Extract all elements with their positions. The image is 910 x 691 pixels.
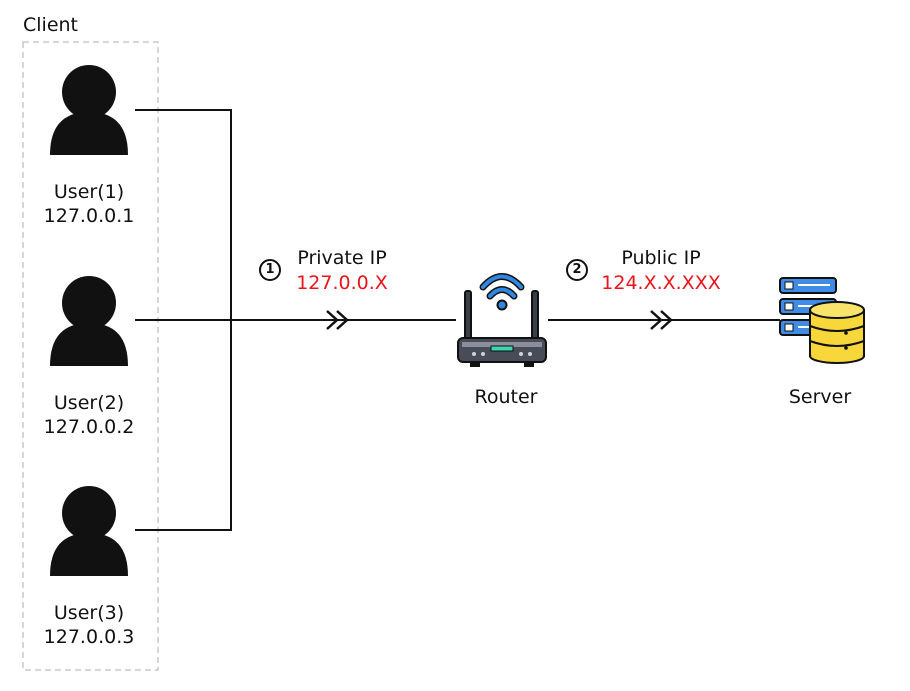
step-1-ip: 127.0.0.X bbox=[296, 272, 388, 294]
server-label: Server bbox=[788, 386, 852, 408]
router-icon bbox=[457, 273, 547, 367]
router-label: Router bbox=[474, 386, 538, 408]
client-connector-lines bbox=[135, 109, 780, 531]
user-3-icon bbox=[50, 486, 128, 576]
step-1-label: Private IP bbox=[297, 247, 387, 269]
user-2-name: User(2) bbox=[53, 392, 125, 414]
user-3-name: User(3) bbox=[53, 602, 125, 624]
step-2-badge: 2 bbox=[566, 259, 588, 281]
step-1-badge: 1 bbox=[259, 259, 281, 281]
step-2-ip: 124.X.X.XXX bbox=[601, 272, 721, 294]
client-group-label: Client bbox=[23, 14, 79, 36]
client-group-box bbox=[22, 41, 159, 671]
user-3-ip: 127.0.0.3 bbox=[43, 626, 135, 648]
user-1-ip: 127.0.0.1 bbox=[43, 205, 135, 227]
user-2-ip: 127.0.0.2 bbox=[43, 416, 135, 438]
step-2-label: Public IP bbox=[621, 247, 701, 269]
user-1-icon bbox=[50, 65, 128, 155]
user-2-icon bbox=[50, 276, 128, 366]
arrow-to-router-icon bbox=[326, 310, 349, 330]
user-1-name: User(1) bbox=[53, 181, 125, 203]
server-icon bbox=[779, 277, 865, 364]
arrow-to-server-icon bbox=[650, 310, 673, 330]
